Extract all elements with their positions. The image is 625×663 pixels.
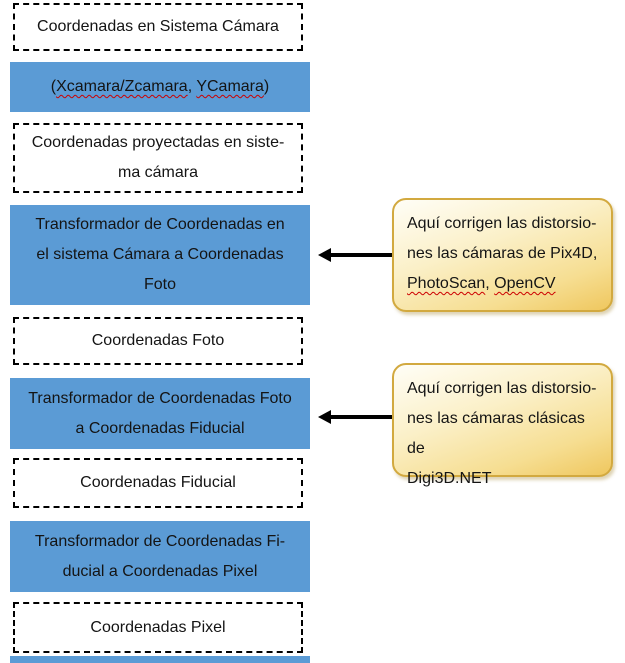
box-label-line: Coordenadas proyectadas en siste- <box>31 134 285 151</box>
box-label: Coordenadas Fiducial <box>80 474 236 491</box>
arrow-shaft <box>329 415 393 419</box>
box-coordenadas-fiducial: Coordenadas Fiducial <box>13 458 303 508</box>
box-label-line: ducial a Coordenadas Pixel <box>62 562 258 580</box>
paren-open: ( <box>50 78 57 95</box>
callout-line: nes las cámaras de Pix4D, <box>407 245 598 262</box>
arrow-left-icon <box>318 248 331 262</box>
box-label: Coordenadas Pixel <box>90 618 226 636</box>
box-label-line: Transformador de Coordenadas Foto <box>28 389 292 407</box>
callout-distorsiones-digi3d: Aquí corrigen las distorsio- nes las cám… <box>392 363 613 487</box>
box-label: Coordenadas Foto <box>91 332 225 349</box>
callout-line: Aquí corrigen las distorsio- <box>407 215 597 232</box>
term-photoscan: PhotoScan <box>407 275 486 292</box>
box-label-line: a Coordenadas Fiducial <box>75 419 245 437</box>
callout-line: Digi3D.NET <box>407 470 492 487</box>
box-next-transformer-cutoff <box>10 656 310 663</box>
paren-close: ) <box>263 78 270 95</box>
separator: , <box>485 275 495 292</box>
box-label-line: Transformador de Coordenadas en <box>35 216 285 233</box>
box-label: Coordenadas en Sistema Cámara <box>37 18 279 35</box>
box-label: (Xcamara/Zcamara, YCamara) <box>51 72 269 102</box>
box-label-line: Transformador de Coordenadas Fi- <box>34 532 286 550</box>
box-transformador-camara-a-foto: Transformador de Coordenadas en el siste… <box>10 205 310 305</box>
callout-line: Aquí corrigen las distorsio- <box>407 380 597 397</box>
term-xcamara-zcamara: Xcamara/Zcamara <box>56 78 188 95</box>
arrow-shaft <box>329 253 393 257</box>
term-opencv: OpenCV <box>494 275 556 292</box>
box-label-line: el sistema Cámara a Coordenadas <box>36 246 284 263</box>
box-coordenadas-foto: Coordenadas Foto <box>13 317 303 365</box>
box-label-line: Foto <box>143 276 176 293</box>
box-xcamara-zcamara-ycamara: (Xcamara/Zcamara, YCamara) <box>10 62 310 112</box>
callout-line: nes las cámaras clásicas de <box>407 410 585 457</box>
callout-distorsiones-pix4d: Aquí corrigen las distorsio- nes las cám… <box>392 198 613 312</box>
callout-line: PhotoScan, OpenCV <box>407 269 601 299</box>
box-transformador-fiducial-a-pixel: Transformador de Coordenadas Fi- ducial … <box>10 521 310 592</box>
box-coordenadas-pixel: Coordenadas Pixel <box>13 602 303 653</box>
box-transformador-foto-a-fiducial: Transformador de Coordenadas Foto a Coor… <box>10 378 310 449</box>
box-coordenadas-sistema-camara: Coordenadas en Sistema Cámara <box>13 3 303 51</box>
box-label-line: ma cámara <box>117 164 199 181</box>
box-coordenadas-proyectadas: Coordenadas proyectadas en siste- ma cám… <box>13 123 303 193</box>
arrow-left-icon <box>318 410 331 424</box>
term-ycamara: YCamara <box>196 78 264 95</box>
separator: , <box>187 78 197 95</box>
